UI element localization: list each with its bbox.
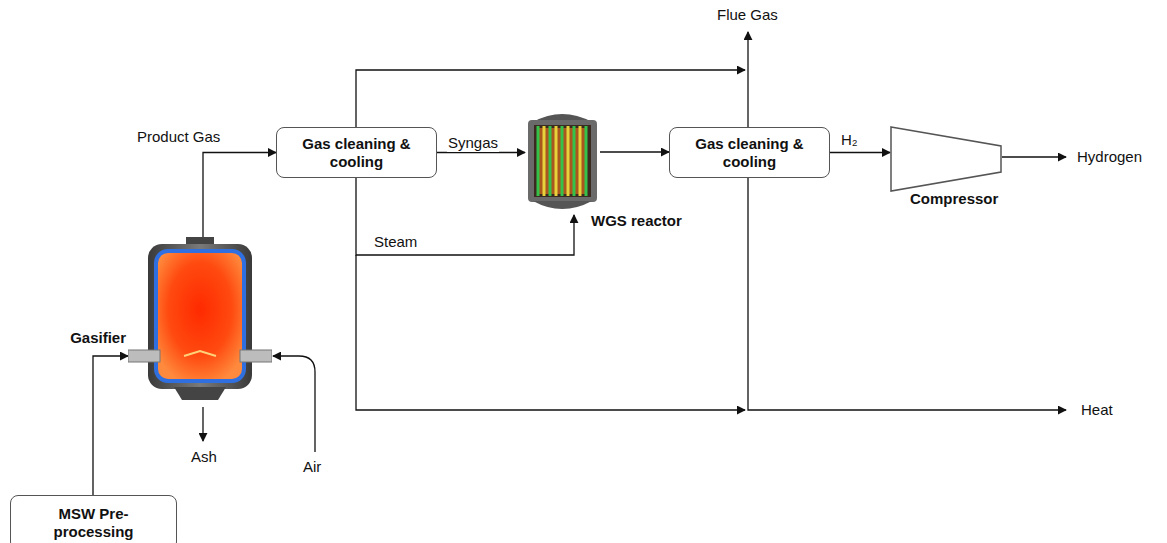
- gasifier: Gasifier: [128, 237, 272, 407]
- box-label: Gas cleaning & cooling: [678, 135, 821, 171]
- gasifier-vessel: [128, 237, 272, 407]
- wgs-reactor-vessel: [525, 108, 600, 215]
- process-box: Gas cleaning & cooling: [669, 127, 830, 178]
- stream-label: Air: [302, 458, 322, 476]
- stream-label: Flue Gas: [716, 6, 779, 24]
- stream-label: Hydrogen: [1076, 148, 1143, 166]
- flow-label: Steam: [373, 233, 418, 251]
- flow-label: H₂: [840, 131, 859, 149]
- compressor-symbol: [890, 126, 1002, 192]
- flue-gas-line: [356, 70, 745, 127]
- flow-arrow: [437, 152, 525, 153]
- compressor: Compressor: [890, 126, 1002, 192]
- heat-line: [748, 178, 1066, 410]
- equipment-label: Gasifier: [70, 329, 126, 347]
- ash-line: [202, 407, 203, 441]
- flow-arrow: [600, 151, 669, 152]
- flow-arrow: [93, 356, 128, 495]
- air-line: [273, 356, 315, 452]
- process-box: Gas cleaning & cooling: [276, 127, 437, 178]
- equipment-label: Compressor: [910, 190, 998, 208]
- hydrogen-line: [1002, 156, 1066, 157]
- equipment-label: WGS reactor: [591, 212, 682, 230]
- box-label: MSW Pre-processing: [31, 505, 156, 541]
- flow-label: Syngas: [447, 134, 499, 152]
- flue-gas-line: [747, 32, 748, 127]
- stream-label: Heat: [1080, 401, 1114, 419]
- heat-line: [356, 255, 745, 410]
- flow-label: Product Gas: [136, 128, 221, 146]
- flow-arrow: [203, 153, 276, 238]
- stream-label: Ash: [190, 448, 218, 466]
- process-box: MSW Pre-processing: [10, 495, 177, 543]
- flow-arrow: [830, 152, 890, 153]
- reactor: WGS reactor: [525, 108, 600, 215]
- box-label: Gas cleaning & cooling: [285, 135, 428, 171]
